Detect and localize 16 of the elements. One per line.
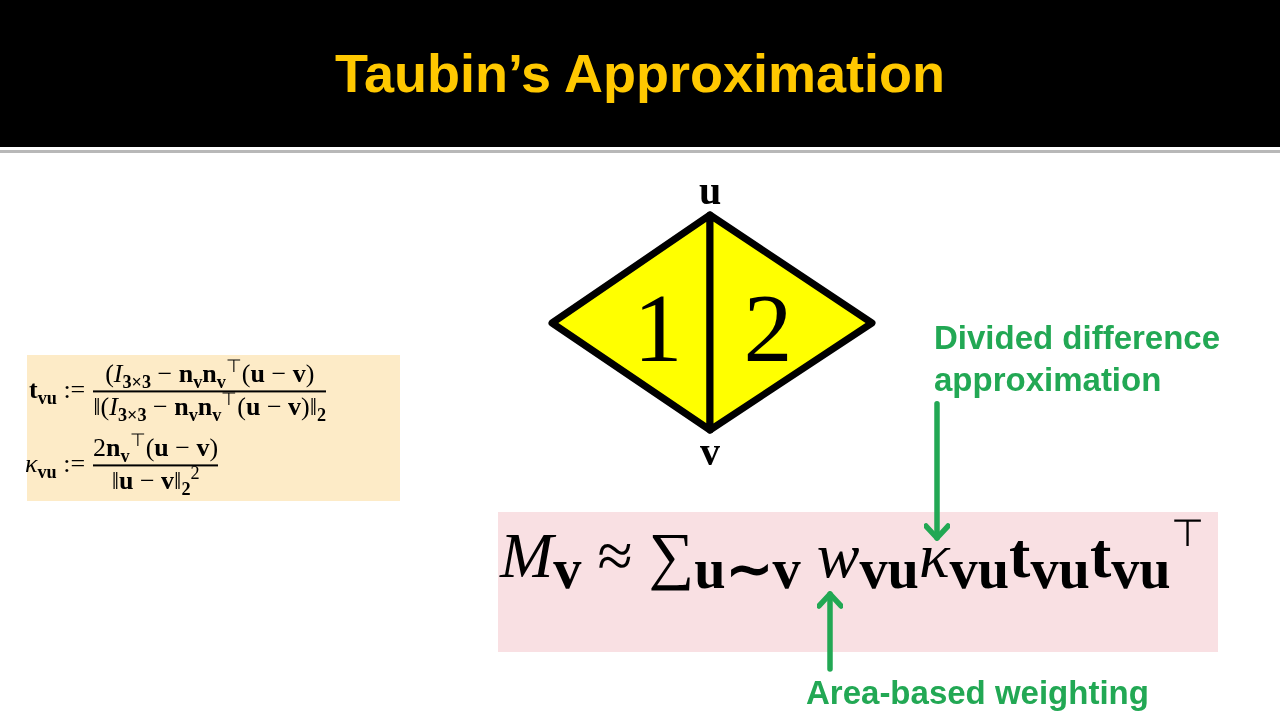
formula-term: κ$_{vu}$ := xyxy=(25,450,86,480)
arrow xyxy=(923,401,951,541)
formula-term: t$_{vu}$ := xyxy=(29,376,86,406)
formula-panel xyxy=(27,355,400,501)
arrow xyxy=(816,591,844,672)
annotation-text: Divided difference approximation xyxy=(934,317,1254,401)
fraction-denominator: ‖(I$_{3×3}$ − n$_{v}$n$_{v}$$^{⊤}$(u − v)‖$_{2}$ xyxy=(93,393,327,422)
vertex-label: u xyxy=(698,171,722,211)
fraction-numerator: 2n$_{v}$$^{⊤}$(u − v) xyxy=(93,434,219,463)
face-number: 1 xyxy=(633,292,683,366)
formula-panel xyxy=(498,512,1218,652)
fraction-numerator: (I$_{3×3}$ − n$_{v}$n$_{v}$$^{⊤}$(u − v) xyxy=(105,360,315,389)
slide-title: Taubin’s Approximation xyxy=(335,43,945,104)
annotation-text: Area-based weighting xyxy=(806,672,1149,714)
face-number: 2 xyxy=(743,292,793,366)
vertex-label: v xyxy=(700,432,720,472)
